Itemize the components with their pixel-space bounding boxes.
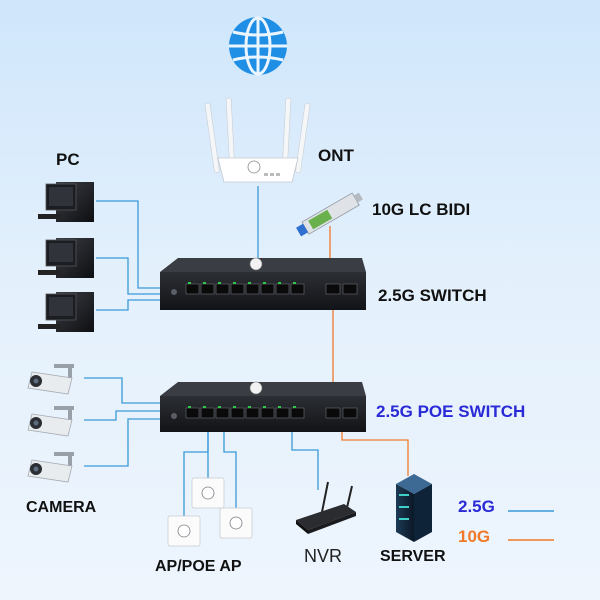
link-poe-server	[341, 432, 409, 476]
label-camera: CAMERA	[26, 499, 97, 516]
label-switch: 2.5G SWITCH	[378, 286, 487, 305]
sfp-module-icon	[296, 192, 363, 237]
label-nvr: NVR	[304, 546, 343, 566]
pc-icon	[38, 182, 94, 222]
legend-label-2-5g: 2.5G	[458, 497, 495, 516]
link-pc1-switch	[96, 200, 168, 289]
label-sfp: 10G LC BIDI	[372, 200, 471, 219]
link-cam1-poe	[84, 377, 168, 404]
server-icon	[396, 474, 432, 542]
label-ont: ONT	[318, 146, 354, 165]
nvr-icon	[296, 481, 356, 534]
poe-switch-icon	[160, 381, 366, 432]
pc-icon	[38, 238, 94, 278]
access-point-icon	[167, 515, 201, 547]
link-cam2-poe	[84, 410, 168, 421]
link-nvr-poe	[291, 428, 319, 490]
legend-label-10g: 10G	[458, 527, 491, 546]
camera-icon	[27, 406, 74, 437]
globe-icon	[229, 16, 287, 76]
router-icon	[204, 97, 311, 183]
switch-icon	[160, 257, 366, 310]
label-pc: PC	[56, 150, 80, 169]
link-ap3-poe	[223, 428, 237, 510]
camera-icon	[27, 364, 74, 395]
link-pc3-switch	[96, 299, 168, 311]
label-server: SERVER	[380, 548, 446, 565]
label-poe-switch: 2.5G POE SWITCH	[376, 402, 526, 421]
access-point-icon	[219, 507, 253, 539]
link-pc2-switch	[96, 257, 168, 295]
link-sfp-switch	[329, 226, 338, 263]
link-cam3-poe	[84, 418, 168, 467]
legend	[508, 510, 554, 541]
access-point-icon	[191, 477, 225, 509]
camera-icon	[27, 452, 74, 483]
links-2-5g	[84, 186, 319, 518]
pc-icon	[38, 292, 94, 332]
label-ap: AP/POE AP	[155, 558, 242, 575]
